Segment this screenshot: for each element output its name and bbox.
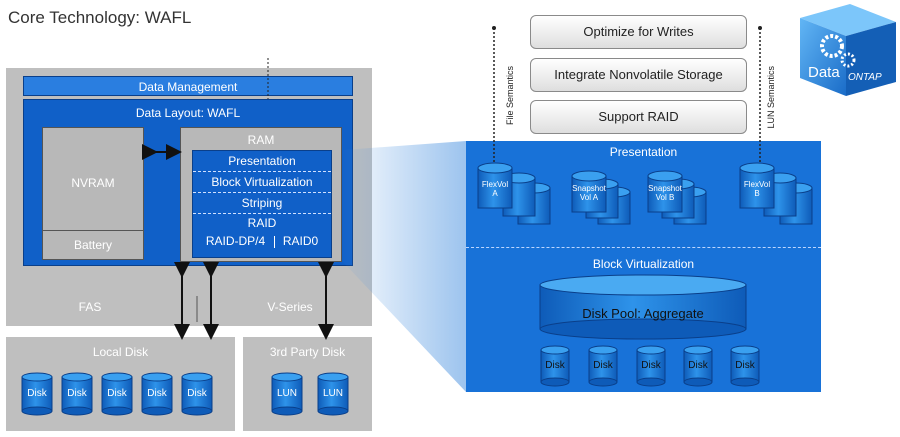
- local-disks: [21, 372, 213, 416]
- disk-pool-label: Disk Pool: Aggregate: [582, 306, 704, 321]
- logo-ontap-text: ONTAP: [848, 72, 882, 83]
- lun-semantics-dot: [758, 26, 762, 30]
- logo-cube-top: [800, 4, 896, 36]
- right-block-virtualization-label: Block Virtualization: [592, 257, 695, 271]
- battery-block: Battery: [43, 230, 143, 259]
- pool-disk-5: [730, 345, 760, 387]
- pool-disks: [540, 345, 760, 387]
- local-disk-3-label: Disk: [107, 388, 127, 399]
- battery-label: Battery: [73, 238, 112, 252]
- data-management-label: Data Management: [138, 80, 238, 94]
- local-disk-3: [101, 372, 133, 416]
- raid-type-separator: [273, 235, 275, 248]
- disk-pool-cylinder: [539, 274, 747, 340]
- nvram-block: NVRAM Battery: [42, 127, 144, 260]
- ram-layer-raid: RAID: [247, 216, 277, 230]
- file-semantics-dot: [492, 26, 496, 30]
- pool-disk-2: [588, 345, 618, 387]
- third-party-disk-panel: 3rd Party Disk: [243, 337, 372, 431]
- presentation-divider: [466, 247, 821, 248]
- ram-layer-presentation: Presentation: [228, 154, 296, 168]
- integrate-nonvolatile-storage-box: Integrate Nonvolatile Storage: [530, 58, 747, 92]
- lun-disk-1-label: LUN: [276, 388, 297, 399]
- lun-disk-2: [317, 372, 349, 416]
- pool-disk-3: [636, 345, 666, 387]
- local-disk-2: [61, 372, 93, 416]
- lun-disk-2-label: LUN: [322, 388, 343, 399]
- lun-disks: [271, 372, 349, 416]
- logo-cube-left: [800, 18, 846, 96]
- data-layout-label: Data Layout: WAFL: [135, 106, 241, 120]
- ram-layer-block-virtualization: Block Virtualization: [211, 175, 313, 189]
- projection-beam: [343, 141, 466, 392]
- raid-type-raid0: RAID0: [282, 234, 319, 248]
- ram-layer-striping: Striping: [241, 196, 283, 210]
- gear-icon-small: [840, 52, 856, 68]
- support-raid-box: Support RAID: [530, 100, 747, 134]
- pool-disk-3-label: Disk: [641, 360, 661, 371]
- pool-disk-4: [683, 345, 713, 387]
- volume-stack-snapshot-b: [647, 170, 707, 225]
- local-disk-5-label: Disk: [187, 388, 207, 399]
- local-disk-5: [181, 372, 213, 416]
- local-disk-1: [21, 372, 53, 416]
- ram-label: RAM: [247, 133, 275, 147]
- raid-types: RAID-DP/4 RAID0: [193, 232, 331, 250]
- fas-label: FAS: [78, 300, 102, 314]
- page-title: Core Technology: WAFL: [8, 8, 192, 27]
- right-presentation-label: Presentation: [609, 145, 678, 159]
- logo-data-text: Data: [808, 64, 840, 81]
- nvram-label: NVRAM: [71, 176, 115, 190]
- local-disk-label: Local Disk: [92, 345, 149, 359]
- pool-disk-1: [540, 345, 570, 387]
- lun-disk-1: [271, 372, 303, 416]
- third-party-disk-label: 3rd Party Disk: [269, 345, 346, 359]
- local-disk-1-label: Disk: [27, 388, 47, 399]
- ram-layer-stack: Presentation Block Virtualization Stripi…: [192, 150, 332, 258]
- volume-stack-snapshot-a: [571, 170, 631, 225]
- local-disk-4: [141, 372, 173, 416]
- logo-cube-right: [846, 22, 896, 96]
- volume-stack-flexvol-a: [477, 162, 551, 225]
- pool-disk-2-label: Disk: [593, 360, 613, 371]
- local-disk-4-label: Disk: [147, 388, 167, 399]
- vseries-label: V-Series: [267, 300, 313, 314]
- data-management-bar: Data Management: [23, 76, 353, 96]
- volume-stack-flexvol-b: [739, 162, 813, 225]
- pool-disk-1-label: Disk: [545, 360, 565, 371]
- raid-type-dp4: RAID-DP/4: [205, 234, 266, 248]
- local-disk-2-label: Disk: [67, 388, 87, 399]
- ram-block: RAM Presentation Block Virtualization St…: [180, 127, 342, 262]
- gear-icon: [820, 34, 844, 58]
- pool-disk-5-label: Disk: [735, 360, 755, 371]
- optimize-for-writes-box: Optimize for Writes: [530, 15, 747, 49]
- data-ontap-logo: [800, 4, 896, 96]
- volume-stacks: [477, 162, 813, 225]
- pool-disk-4-label: Disk: [688, 360, 708, 371]
